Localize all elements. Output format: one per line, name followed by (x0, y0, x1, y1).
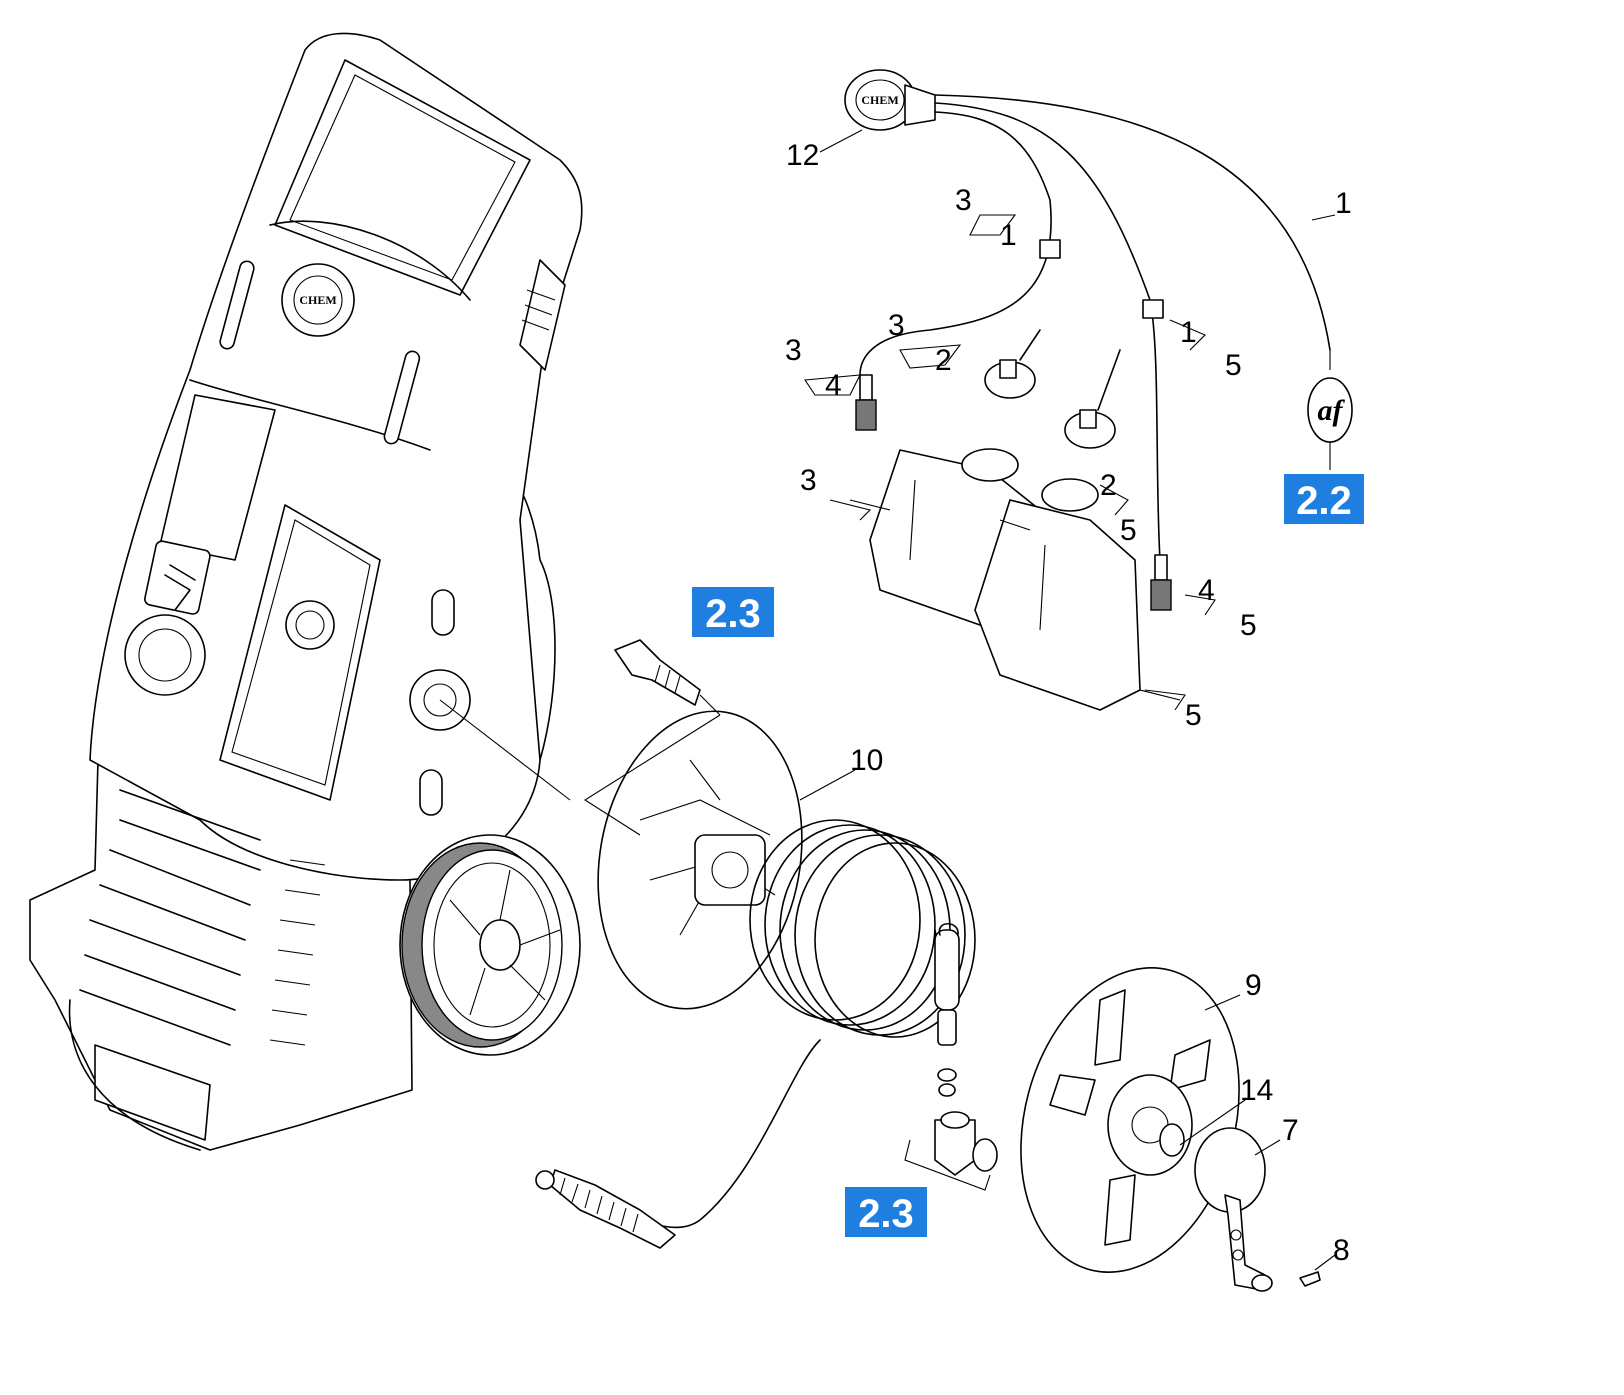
callout-7: 7 (1282, 1114, 1299, 1147)
callout-4-right: 4 (1198, 574, 1215, 607)
callout-3-mid: 3 (888, 309, 905, 342)
callout-14: 14 (1240, 1074, 1273, 1107)
callout-12: 12 (786, 139, 819, 172)
tank-cap-left (984, 329, 1041, 399)
wheel (399, 834, 581, 1056)
suction-filter-right (1150, 554, 1172, 611)
callout-2-right: 2 (1100, 469, 1117, 502)
callout-5-upper: 5 (1225, 349, 1242, 382)
callout-5-filter: 5 (1240, 609, 1257, 642)
badge-2-3-lower-label: 2.3 (858, 1192, 914, 1236)
callout-4-left: 4 (825, 369, 842, 402)
hose-reel-front-disc (597, 710, 803, 1010)
suction-filter-left (855, 374, 877, 431)
badge-2-2[interactable]: 2.2 (1284, 474, 1364, 524)
callout-1-right: 1 (1335, 187, 1352, 220)
chem-selector-knob: CHEM (844, 69, 936, 131)
badge-2-2-label: 2.2 (1296, 479, 1352, 523)
chem-stamp-label: CHEM (299, 293, 336, 307)
hose-end-fitting (535, 1169, 676, 1249)
hose-coil (619, 819, 976, 1229)
pressure-washer-body: CHEM (29, 32, 583, 1151)
quick-coupling (439, 639, 721, 836)
af-symbol-label: af (1318, 394, 1346, 427)
screw (1299, 1271, 1321, 1287)
callout-2-mid: 2 (935, 344, 952, 377)
callout-5-bottom: 5 (1185, 699, 1202, 732)
badge-2-3-upper-label: 2.3 (705, 592, 761, 636)
o-ring (1159, 1123, 1185, 1157)
tank-cap-right (1064, 349, 1121, 449)
callout-3-left: 3 (785, 334, 802, 367)
callout-1-upper: 1 (1000, 219, 1017, 252)
knob-chem-label: CHEM (861, 93, 898, 107)
callout-3-tank: 3 (800, 464, 817, 497)
af-symbol: af (1307, 350, 1353, 470)
callout-1-mid: 1 (1180, 316, 1197, 349)
detergent-hoses (859, 94, 1331, 561)
hose-reel-rear-disc (1020, 967, 1240, 1273)
badge-2-3-upper[interactable]: 2.3 (692, 587, 774, 637)
callout-3-upper: 3 (955, 184, 972, 217)
crank-handle (1194, 1127, 1273, 1292)
leader-lines (799, 129, 1336, 1271)
detergent-tanks (849, 448, 1181, 711)
callout-9: 9 (1245, 969, 1262, 1002)
callout-10: 10 (850, 744, 883, 777)
callout-5-tank: 5 (1120, 514, 1137, 547)
callout-labels: 12 1 3 1 3 2 3 4 1 5 2 5 3 4 5 5 5 10 9 … (785, 139, 1352, 1267)
badge-2-3-lower[interactable]: 2.3 (845, 1187, 927, 1237)
callout-8: 8 (1333, 1234, 1350, 1267)
t-connector (904, 1111, 998, 1191)
